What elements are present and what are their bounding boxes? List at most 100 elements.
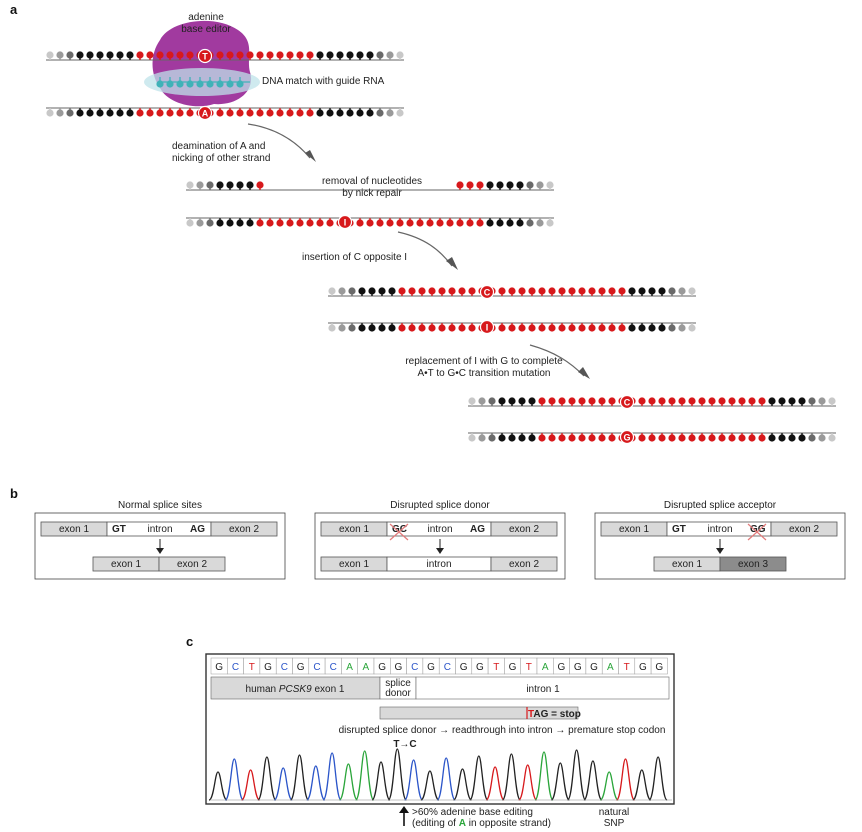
trace-peak	[240, 769, 261, 801]
nucleotide	[466, 219, 474, 227]
nucleotide	[708, 397, 716, 405]
acceptor-site: GG	[750, 524, 766, 535]
nucleotide	[668, 397, 676, 405]
nucleotide	[708, 434, 716, 442]
nucleotide	[678, 324, 686, 332]
exon1-label: exon 1	[619, 524, 649, 535]
sequence-base: G	[395, 662, 403, 673]
nucleotide	[326, 51, 334, 59]
nucleotide	[506, 181, 514, 189]
sequence-base: C	[313, 662, 320, 673]
nucleotide	[226, 51, 234, 59]
nucleotide	[186, 219, 194, 227]
nucleotide	[106, 109, 114, 117]
nucleotide	[768, 397, 776, 405]
nucleotide	[578, 324, 586, 332]
nucleotide	[166, 109, 174, 117]
nucleotide	[126, 51, 134, 59]
nucleotide	[328, 324, 336, 332]
nucleotide	[456, 219, 464, 227]
splice-panel-normal: Normal splice sites exon 1 GT intron AG …	[34, 500, 286, 580]
nucleotide	[246, 109, 254, 117]
nucleotide	[546, 219, 554, 227]
nucleotide	[466, 181, 474, 189]
nucleotide	[508, 324, 516, 332]
nucleotide	[388, 324, 396, 332]
nucleotide	[346, 51, 354, 59]
nucleotide	[386, 219, 394, 227]
nucleotide	[538, 397, 546, 405]
nucleotide	[146, 109, 154, 117]
nucleotide	[378, 324, 386, 332]
base-marker: C	[619, 394, 635, 410]
nucleotide	[286, 219, 294, 227]
nucleotide	[348, 324, 356, 332]
nucleotide	[206, 181, 214, 189]
nucleotide	[498, 287, 506, 295]
nucleotide	[306, 219, 314, 227]
nucleotide	[698, 434, 706, 442]
nucleotide	[256, 51, 264, 59]
nucleotide	[96, 51, 104, 59]
trace-peak	[583, 760, 603, 801]
nucleotide	[46, 109, 54, 117]
nucleotide	[226, 181, 234, 189]
nucleotide	[548, 287, 556, 295]
intron-label: intron	[147, 524, 172, 535]
nucleotide	[366, 51, 374, 59]
base-marker: I	[337, 214, 353, 230]
nucleotide	[516, 219, 524, 227]
nucleotide	[468, 324, 476, 332]
nucleotide	[316, 51, 324, 59]
trace-peak	[632, 769, 652, 801]
nucleotide	[226, 219, 234, 227]
guide-nucleotide	[236, 80, 244, 88]
nucleotide	[296, 51, 304, 59]
nucleotide	[368, 287, 376, 295]
nucleotide	[638, 434, 646, 442]
nucleotide	[496, 181, 504, 189]
trace-peak	[550, 762, 570, 801]
nucleotide	[276, 51, 284, 59]
exon2-label: exon 2	[229, 524, 259, 535]
sequence-base: C	[232, 662, 239, 673]
nucleotide	[618, 324, 626, 332]
edit-label: T→C	[393, 739, 416, 750]
nucleotide	[276, 109, 284, 117]
nucleotide	[588, 287, 596, 295]
nucleotide	[678, 287, 686, 295]
dna-strand	[186, 217, 554, 227]
splice-arrow-head	[716, 548, 724, 554]
nucleotide	[436, 219, 444, 227]
nucleotide	[568, 397, 576, 405]
nucleotide	[498, 397, 506, 405]
nucleotide	[266, 51, 274, 59]
sequence-base: G	[460, 662, 468, 673]
nucleotide	[356, 219, 364, 227]
nucleotide	[718, 434, 726, 442]
base-marker-circle	[479, 284, 495, 300]
nucleotide	[216, 109, 224, 117]
nucleotide	[296, 219, 304, 227]
trace-peak	[534, 751, 554, 801]
nucleotide	[306, 51, 314, 59]
nucleotide	[658, 397, 666, 405]
nucleotide	[808, 434, 816, 442]
sequence-base: A	[542, 662, 549, 673]
nucleotide	[176, 51, 184, 59]
nucleotide	[688, 434, 696, 442]
result-exon2-label: exon 2	[177, 559, 207, 570]
nucleotide	[276, 219, 284, 227]
nucleotide	[358, 324, 366, 332]
nucleotide	[818, 434, 826, 442]
nucleotide	[408, 324, 416, 332]
nucleotide	[458, 287, 466, 295]
nucleotide	[588, 434, 596, 442]
nucleotide	[648, 397, 656, 405]
result-exon1-label: exon 1	[672, 559, 702, 570]
sequence-base: G	[509, 662, 517, 673]
guide-nucleotide	[186, 80, 194, 88]
sequence-base: A	[363, 662, 370, 673]
guide-nucleotide	[226, 80, 234, 88]
nucleotide	[488, 434, 496, 442]
